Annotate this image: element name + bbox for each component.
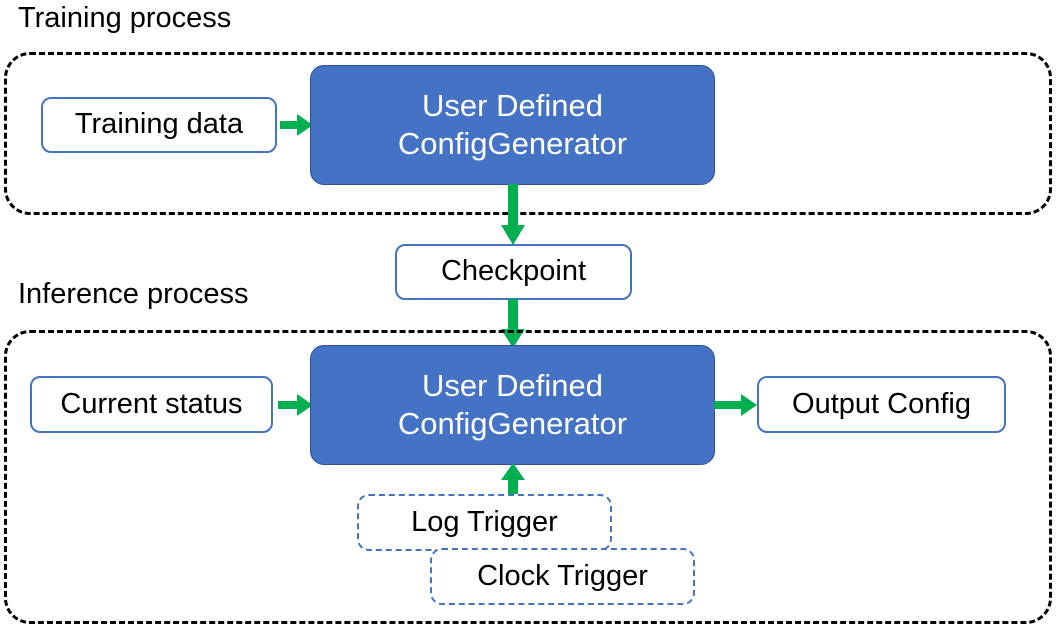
- training-data-node[interactable]: Training data: [41, 97, 277, 153]
- inference-generator-line1: User Defined: [422, 368, 603, 404]
- arrow-current-status-to-generator: [278, 390, 314, 420]
- training-generator-line2: ConfigGenerator: [397, 126, 628, 161]
- inference-process-container: [4, 330, 1052, 624]
- training-config-generator-node[interactable]: User Defined ConfigGenerator: [310, 65, 715, 185]
- training-process-label: Training process: [18, 2, 232, 34]
- arrow-triggers-to-generator: [498, 462, 528, 502]
- training-data-label: Training data: [74, 108, 244, 141]
- checkpoint-label: Checkpoint: [440, 255, 587, 288]
- clock-trigger-node[interactable]: Clock Trigger: [430, 548, 695, 605]
- training-process-container: [4, 52, 1052, 215]
- output-config-label: Output Config: [792, 387, 971, 420]
- current-status-label: Current status: [60, 387, 243, 420]
- log-trigger-label: Log Trigger: [411, 505, 558, 538]
- clock-trigger-label: Clock Trigger: [477, 559, 648, 592]
- checkpoint-node[interactable]: Checkpoint: [395, 244, 632, 300]
- inference-config-generator-node[interactable]: User Defined ConfigGenerator: [310, 345, 715, 465]
- log-trigger-node[interactable]: Log Trigger: [357, 494, 612, 551]
- inference-generator-line2: ConfigGenerator: [397, 406, 628, 441]
- arrow-training-data-to-generator: [280, 110, 314, 140]
- training-generator-line1: User Defined: [422, 88, 603, 124]
- current-status-node[interactable]: Current status: [30, 376, 273, 433]
- arrow-training-generator-to-checkpoint: [498, 184, 528, 246]
- arrow-generator-to-output-config: [714, 390, 758, 420]
- inference-process-label: Inference process: [18, 278, 249, 310]
- arrow-checkpoint-to-inference-generator: [498, 299, 528, 349]
- output-config-node[interactable]: Output Config: [757, 376, 1006, 433]
